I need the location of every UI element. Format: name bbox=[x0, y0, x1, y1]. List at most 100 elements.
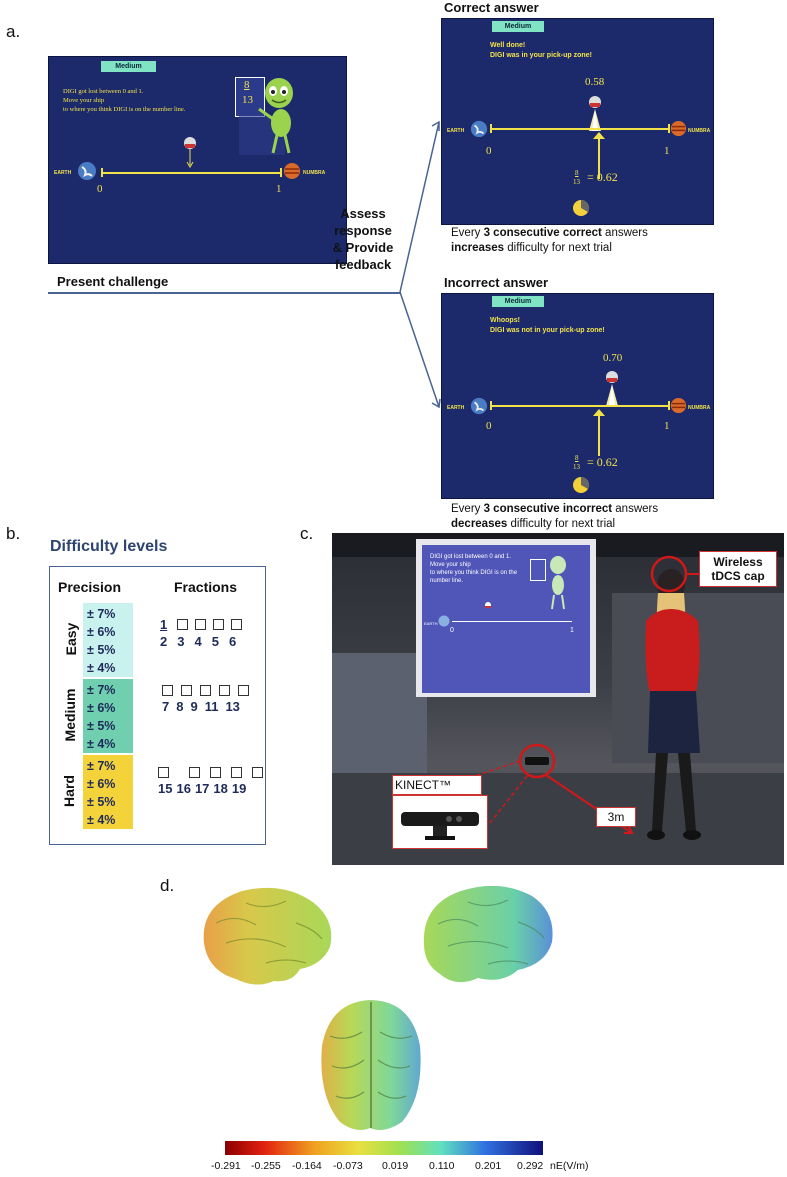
axis-zero: 0 bbox=[97, 183, 103, 195]
timer-pie-icon bbox=[573, 476, 590, 493]
target-value: = 0.62 bbox=[587, 170, 618, 184]
earth-icon bbox=[470, 397, 488, 415]
panel-a-letter: a. bbox=[6, 22, 21, 41]
kinect-on-floor bbox=[525, 757, 549, 765]
incorrect-answer-header: Incorrect answer bbox=[444, 275, 549, 290]
number-line bbox=[490, 128, 669, 130]
target-value: = 0.62 bbox=[587, 455, 618, 469]
ship-value: 0.58 bbox=[585, 76, 605, 88]
assess-feedback-label: Assess response & Provide feedback bbox=[332, 206, 394, 272]
numbra-label: NUMBRA bbox=[688, 405, 711, 411]
colorbar-tick: -0.164 bbox=[292, 1160, 322, 1172]
difficulty-badge: Medium bbox=[101, 61, 156, 72]
target-fraction-den: 13 bbox=[573, 463, 580, 471]
projected-game: DIGI got lost between 0 and 1.Move your … bbox=[422, 545, 590, 693]
flow-arrows bbox=[399, 120, 441, 409]
spaceship-icon bbox=[589, 96, 601, 131]
colorbar-unit: nE(V/m) bbox=[550, 1160, 589, 1172]
brain-right-view bbox=[423, 885, 553, 983]
tdcs-cap-callout: Wireless tDCS cap bbox=[699, 551, 777, 587]
hard-precisions: ± 7%± 6% ± 5%± 4% bbox=[87, 759, 116, 827]
difficulty-table: Precision Fractions Easy ± 7%± 6% ± 5%± … bbox=[49, 566, 266, 845]
target-fraction-num: 8 bbox=[575, 169, 579, 177]
fraction-numerator: 8 bbox=[244, 79, 250, 91]
numbra-planet-icon bbox=[670, 120, 687, 137]
ship-value: 0.70 bbox=[603, 352, 623, 364]
earth-icon bbox=[470, 120, 488, 138]
medium-band bbox=[83, 679, 133, 753]
incorrect-caption: Every 3 consecutive incorrect answers de… bbox=[451, 503, 659, 530]
numbra-planet-icon bbox=[284, 163, 300, 179]
earth-icon bbox=[78, 162, 96, 180]
target-arrow bbox=[598, 135, 600, 179]
distance-callout: 3m bbox=[596, 807, 636, 827]
target-arrow bbox=[598, 412, 600, 456]
feedback-message: Whoops! DIGI was not in your pick-up zon… bbox=[490, 317, 605, 334]
easy-band bbox=[83, 603, 133, 677]
kinect-device-image bbox=[392, 795, 488, 849]
axis-zero: 0 bbox=[486, 145, 492, 157]
axis-one: 1 bbox=[276, 183, 282, 195]
colorbar-tick: -0.073 bbox=[333, 1160, 363, 1172]
easy-label: Easy bbox=[63, 622, 79, 656]
axis-one: 1 bbox=[664, 145, 670, 157]
colorbar-tick: 0.201 bbox=[475, 1160, 502, 1172]
colorbar-tick: 0.110 bbox=[429, 1160, 455, 1172]
brain-left-view bbox=[203, 887, 332, 985]
colorbar-tick: 0.292 bbox=[517, 1160, 544, 1172]
precision-header: Precision bbox=[58, 579, 122, 595]
colorbar-tick: -0.255 bbox=[251, 1160, 281, 1172]
projected-ship-icon bbox=[485, 602, 491, 608]
numbra-planet-icon bbox=[670, 397, 687, 414]
numbra-label: NUMBRA bbox=[303, 170, 326, 176]
digi-alien-icon bbox=[239, 78, 293, 155]
axis-one: 1 bbox=[664, 420, 670, 432]
brain-top-view bbox=[321, 1000, 421, 1130]
spaceship-icon bbox=[606, 371, 618, 406]
number-line bbox=[490, 405, 669, 407]
panel-c-letter: c. bbox=[300, 524, 314, 543]
kinect-callout: KINECT™ bbox=[392, 775, 482, 795]
difficulty-badge: Medium bbox=[492, 296, 544, 307]
difficulty-badge: Medium bbox=[492, 21, 544, 32]
colorbar-tick: -0.291 bbox=[211, 1160, 241, 1172]
incorrect-answer-screen: Medium Whoops! DIGI was not in your pick… bbox=[441, 293, 714, 499]
earth-label: EARTH bbox=[447, 128, 465, 134]
colorbar-tick: 0.019 bbox=[382, 1160, 409, 1172]
spaceship-icon bbox=[184, 137, 196, 168]
projected-one: 1 bbox=[570, 627, 574, 634]
fraction-denominator: 13 bbox=[242, 94, 253, 106]
target-fraction-num: 8 bbox=[575, 454, 579, 462]
experiment-photo: DIGI got lost between 0 and 1.Move your … bbox=[332, 533, 784, 865]
fraction-card bbox=[235, 77, 265, 117]
easy-precisions: ± 7%± 6% ± 5%± 4% bbox=[87, 607, 116, 675]
projected-zero: 0 bbox=[450, 627, 454, 634]
difficulty-title: Difficulty levels bbox=[50, 538, 168, 555]
panel-b-letter: b. bbox=[6, 524, 21, 543]
numbra-label: NUMBRA bbox=[688, 128, 711, 134]
hard-label: Hard bbox=[61, 775, 77, 807]
correct-answer-header: Correct answer bbox=[444, 0, 539, 15]
panel-d-letter: d. bbox=[160, 876, 175, 895]
target-fraction-den: 13 bbox=[573, 178, 580, 186]
earth-label: EARTH bbox=[447, 405, 465, 411]
projected-earth-icon bbox=[438, 615, 450, 627]
earth-label: EARTH bbox=[54, 170, 72, 176]
correct-caption: Every 3 consecutive correct answers incr… bbox=[451, 227, 648, 254]
projected-digi-icon bbox=[550, 556, 566, 610]
correct-answer-screen: Medium Well done! DIGI was in your pick-… bbox=[441, 18, 714, 225]
colorbar bbox=[225, 1141, 543, 1155]
present-challenge-caption: Present challenge bbox=[57, 274, 169, 289]
hard-band bbox=[83, 755, 133, 829]
story-text: DIGI got lost between 0 and 1. Move your… bbox=[63, 88, 186, 113]
medium-precisions: ± 7%± 6% ± 5%± 4% bbox=[87, 683, 116, 751]
participant-figure bbox=[645, 569, 701, 840]
projected-earth-label: EARTH bbox=[424, 621, 438, 626]
present-challenge-underline bbox=[48, 292, 401, 294]
fractions-header: Fractions bbox=[174, 579, 238, 595]
timer-pie-icon bbox=[573, 199, 590, 216]
present-challenge-screen: Medium DIGI got lost between 0 and 1. Mo… bbox=[48, 56, 347, 264]
